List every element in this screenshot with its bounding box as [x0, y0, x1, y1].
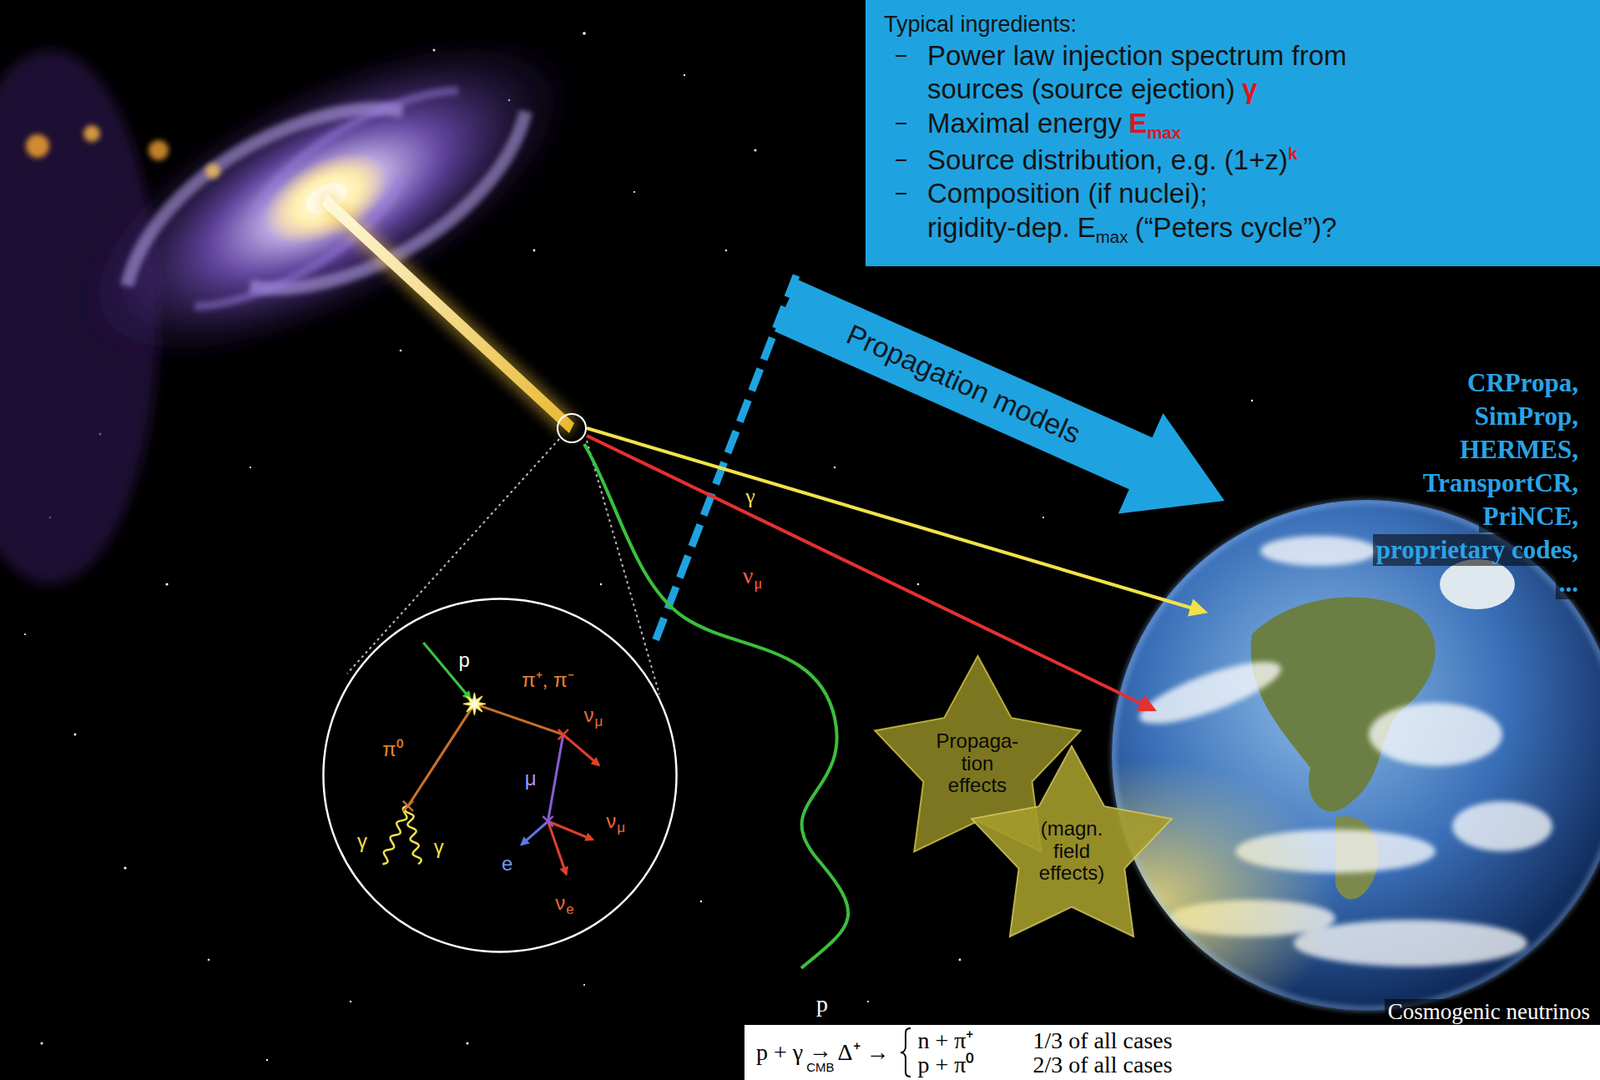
inset-circle: pπ⁰γγπ⁺, π⁻νμμeνμνe	[321, 596, 679, 954]
particle-subscript: μ	[616, 820, 626, 835]
jet	[318, 188, 578, 438]
box-heading: Typical ingredients:	[883, 10, 1575, 40]
particle-label: p	[816, 992, 828, 1016]
proton-track	[423, 642, 470, 699]
list-text: Source distribution, e.g. (1+z)	[927, 144, 1288, 176]
star-label: Propaga- tion effects	[936, 730, 1020, 798]
code-name: ...	[1555, 567, 1582, 599]
curly-brace	[898, 1026, 914, 1079]
bullet-dash	[895, 192, 907, 195]
particle-label: π⁺, π⁻	[521, 670, 574, 691]
code-name: HERMES,	[1456, 434, 1582, 465]
formula-term: Δ⁺ →	[837, 1039, 890, 1065]
arrow-stack: →CMB	[806, 1039, 834, 1074]
formula-term: n + π⁺	[918, 1028, 975, 1053]
list-text: (“Peters cycle”)?	[1135, 211, 1338, 243]
star-shape	[971, 746, 1172, 937]
decay-vertex	[558, 729, 569, 740]
collision-star	[463, 692, 486, 716]
arrow-label: Propagation models	[841, 318, 1085, 450]
list-text: Power law injection spectrum from source…	[927, 40, 1348, 105]
code-name: PriNCE,	[1478, 500, 1582, 532]
curly-brace-path	[900, 1028, 911, 1077]
bullet-dash	[895, 55, 907, 57]
particle-label: γ	[434, 837, 445, 858]
list-text: rigidity-dep. E	[927, 211, 1096, 243]
formula-subscript: CMB	[806, 1060, 834, 1074]
galaxy	[0, 0, 632, 585]
parameter-symbol: k	[1287, 143, 1298, 163]
photon-wiggle	[404, 806, 421, 865]
particle-trajectories	[584, 428, 1205, 969]
particle-label: ν	[555, 893, 566, 914]
particle-label: e	[501, 853, 513, 874]
list-item: Maximal energyEmax	[883, 106, 1575, 145]
earth	[968, 499, 1600, 1044]
particle-label: ν	[742, 564, 754, 588]
list-line: Composition (if nuclei);	[927, 176, 1575, 211]
block-arrow: Propagation models	[763, 255, 1247, 551]
list-item: Source distribution, e.g. (1+z)k	[883, 143, 1575, 177]
decay-vertex	[403, 801, 414, 812]
particle-label: μ	[524, 768, 537, 789]
particle-label: γ	[357, 831, 368, 852]
list-text: Composition (if nuclei);	[927, 177, 1208, 209]
arrow-shape	[763, 255, 1247, 551]
list-line: Power law injection spectrum from source…	[927, 39, 1395, 107]
particle-label: ν	[583, 705, 594, 726]
particle-label: ν	[605, 811, 616, 832]
star-label: (magn. field effects)	[1039, 817, 1105, 886]
code-name: TransportCR,	[1419, 467, 1582, 499]
list-item: Power law injection spectrum from source…	[883, 39, 1575, 107]
list-text: Maximal energy	[927, 107, 1122, 139]
particle-label: γ	[745, 485, 756, 508]
case-fraction: 2/3 of all cases	[1032, 1052, 1172, 1077]
list-text: max	[1095, 227, 1129, 247]
list-line: rigidity-dep. Emax (“Peters cycle”)?	[927, 211, 1575, 249]
particle-label: π⁰	[382, 739, 404, 760]
pion-track	[474, 703, 563, 735]
info-box: Typical ingredients:Power law injection …	[865, 0, 1600, 267]
list-item: Composition (if nuclei);rigidity-dep. Em…	[883, 176, 1575, 248]
decay-vertex	[542, 816, 553, 827]
bullet-dash	[895, 159, 907, 162]
case-fraction: 1/3 of all cases	[1032, 1028, 1172, 1053]
particle-subscript: μ	[753, 575, 763, 591]
code-name: proprietary codes,	[1372, 534, 1582, 566]
inset-outline	[321, 596, 679, 954]
list-line: Source distribution, e.g. (1+z)k	[927, 143, 1575, 177]
parameter-symbol: γ	[1241, 73, 1257, 105]
formula-term: p + π⁰	[918, 1052, 975, 1077]
neutrino-track	[547, 821, 566, 875]
particle-subscript: μ	[594, 714, 603, 729]
parameter-symbol: E	[1128, 107, 1147, 139]
code-name: SimProp,	[1471, 400, 1582, 432]
pion-track	[408, 703, 475, 806]
formula-term: p + γ	[756, 1039, 803, 1065]
particle-label: p	[459, 650, 470, 671]
formula-arrow: →	[808, 1039, 833, 1063]
formula-heading: Cosmogenic neutrinos	[1384, 999, 1594, 1025]
formula-box: Cosmogenic neutrinosp + γ→CMBΔ⁺ →n + π⁺1…	[744, 1024, 1600, 1080]
code-name: CRPropa,	[1463, 367, 1582, 399]
photon-wiggle	[382, 806, 409, 865]
inset-circle-outline	[323, 598, 677, 952]
bullet-dash	[895, 122, 907, 125]
parameter-symbol: max	[1146, 122, 1182, 142]
particle-subscript: e	[565, 902, 574, 917]
muon-track	[547, 734, 563, 822]
list-line: Maximal energyEmax	[927, 106, 1575, 145]
formula-cases: n + π⁺ 1/3 of all cases p + π⁰ 2/3 of all c…	[918, 1028, 1173, 1078]
